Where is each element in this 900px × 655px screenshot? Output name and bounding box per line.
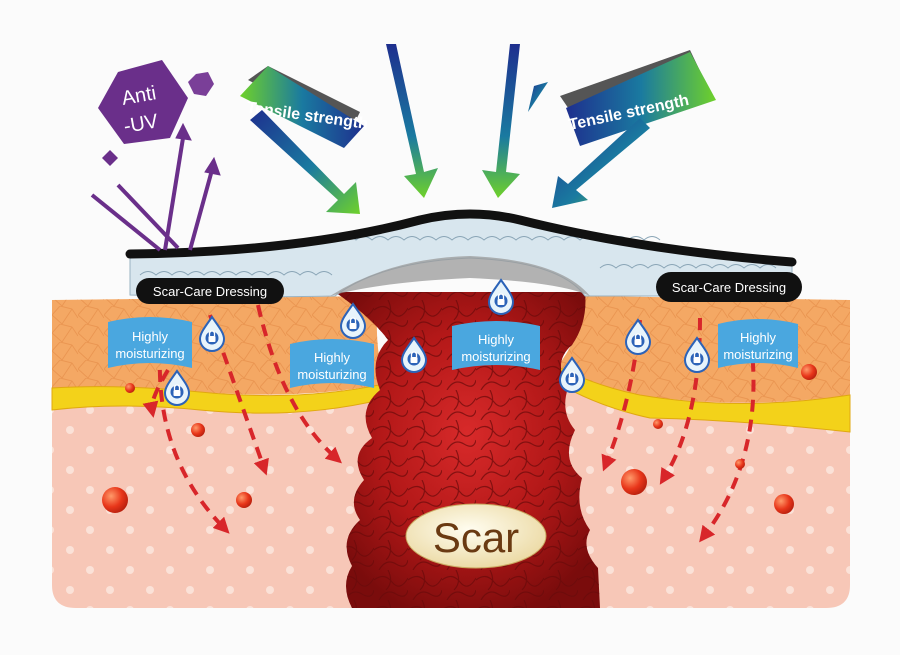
arrow-left-diagonal <box>250 110 360 214</box>
anti-uv-badge: Anti -UV <box>98 60 188 144</box>
small-hexagon-icon <box>188 72 214 96</box>
moist-flag-1: Highly moisturizing <box>108 317 192 368</box>
moist-flag-1-line2: moisturizing <box>115 346 184 361</box>
arrow-right-diagonal <box>552 118 650 208</box>
moist-flag-4-line2: moisturizing <box>723 347 792 362</box>
dressing-top-film <box>125 209 797 267</box>
scar-care-dressing <box>125 209 797 298</box>
moist-flag-2: Highly moisturizing <box>290 339 374 388</box>
moist-flag-4-line1: Highly <box>740 330 777 345</box>
scar-label-text: Scar <box>433 514 519 561</box>
moist-flag-3-line1: Highly <box>478 332 515 347</box>
scar-label: Scar <box>405 503 547 569</box>
tensile-banner-left: Tensile strength <box>240 66 369 148</box>
arrow-center-right <box>482 44 520 198</box>
dressing-label-left: Scar-Care Dressing <box>136 278 284 304</box>
moist-flag-3: Highly moisturizing <box>452 321 540 370</box>
moist-flag-1-line1: Highly <box>132 329 169 344</box>
hexagon-icon <box>98 60 188 144</box>
moist-flag-2-line2: moisturizing <box>297 367 366 382</box>
dressing-label-right: Scar-Care Dressing <box>656 272 802 302</box>
arrow-center-left <box>386 44 438 198</box>
nutrient-particles <box>102 364 817 514</box>
arrow-small-right <box>528 82 548 112</box>
moist-flag-4: Highly moisturizing <box>718 319 798 368</box>
dressing-label-right-text: Scar-Care Dressing <box>672 280 786 295</box>
dressing-label-left-text: Scar-Care Dressing <box>153 284 267 299</box>
uv-rays <box>90 122 221 252</box>
tensile-banner-right: Tensile strength <box>560 50 716 146</box>
fat-band-right <box>544 359 851 433</box>
pressure-arrows <box>250 44 650 214</box>
diamond-icon <box>102 150 118 166</box>
moist-flag-2-line1: Highly <box>314 350 351 365</box>
moist-flag-3-line2: moisturizing <box>461 349 530 364</box>
